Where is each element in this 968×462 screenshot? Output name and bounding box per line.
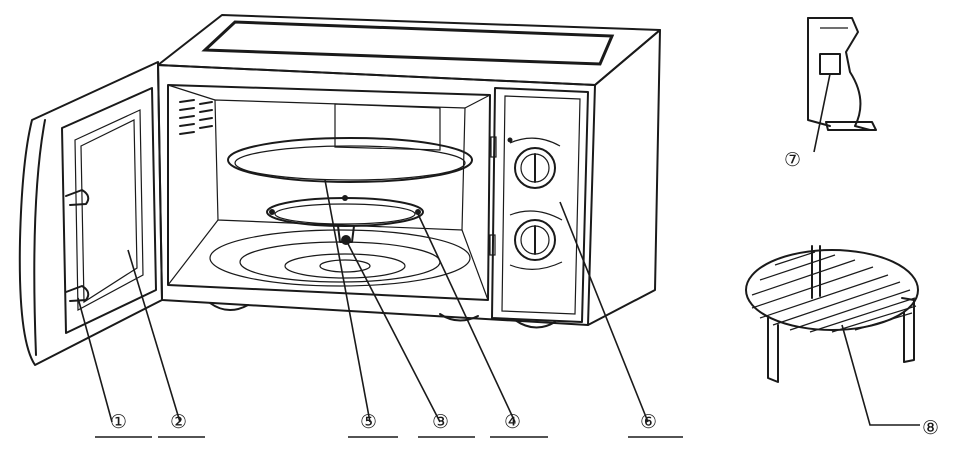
callout-1: ① — [110, 411, 127, 433]
foot-right — [514, 319, 556, 329]
control-panel-face — [491, 87, 589, 323]
callout-labels: ① ② ⑤ ③ ④ ⑥ ⑦ ⑧ — [110, 149, 939, 439]
leader-lines — [77, 73, 920, 438]
callout-2: ② — [170, 411, 187, 433]
back-panel — [334, 103, 441, 151]
callout-5: ⑤ — [360, 411, 377, 433]
roller-ring — [266, 195, 424, 227]
foot-mid — [439, 313, 479, 322]
foot-left — [209, 302, 249, 311]
cabinet-side — [587, 29, 661, 326]
door-outer — [18, 61, 163, 366]
cabinet-front — [157, 64, 596, 326]
cavity-opening — [167, 84, 491, 301]
power-knob — [509, 210, 563, 270]
coupler — [337, 225, 355, 245]
callout-6: ⑥ — [640, 411, 657, 433]
top-vent-panel — [201, 20, 615, 66]
door-window — [74, 109, 144, 311]
oven-cavity — [167, 84, 491, 301]
door-frame — [61, 87, 157, 334]
callout-8: ⑧ — [922, 417, 939, 439]
callout-3: ③ — [432, 411, 449, 433]
waveguide-cover — [819, 53, 841, 75]
oven-door — [18, 61, 163, 366]
rack-leg-back — [811, 245, 821, 299]
grill-rack — [745, 245, 919, 383]
rack-leg-left — [767, 317, 779, 383]
timer-knob — [507, 137, 561, 189]
rack-leg-right — [901, 297, 915, 363]
glass-tray — [227, 137, 473, 183]
door-latch-upper — [65, 189, 90, 206]
cavity-vents — [179, 99, 213, 135]
control-panel — [489, 87, 589, 323]
cavity-back-wall — [214, 99, 466, 231]
cover-detail — [807, 17, 877, 131]
callout-4: ④ — [504, 411, 521, 433]
floor-ring-outer — [209, 229, 471, 287]
door-latch-lower — [65, 285, 90, 302]
callout-7: ⑦ — [784, 149, 801, 171]
microwave-body — [157, 14, 661, 329]
